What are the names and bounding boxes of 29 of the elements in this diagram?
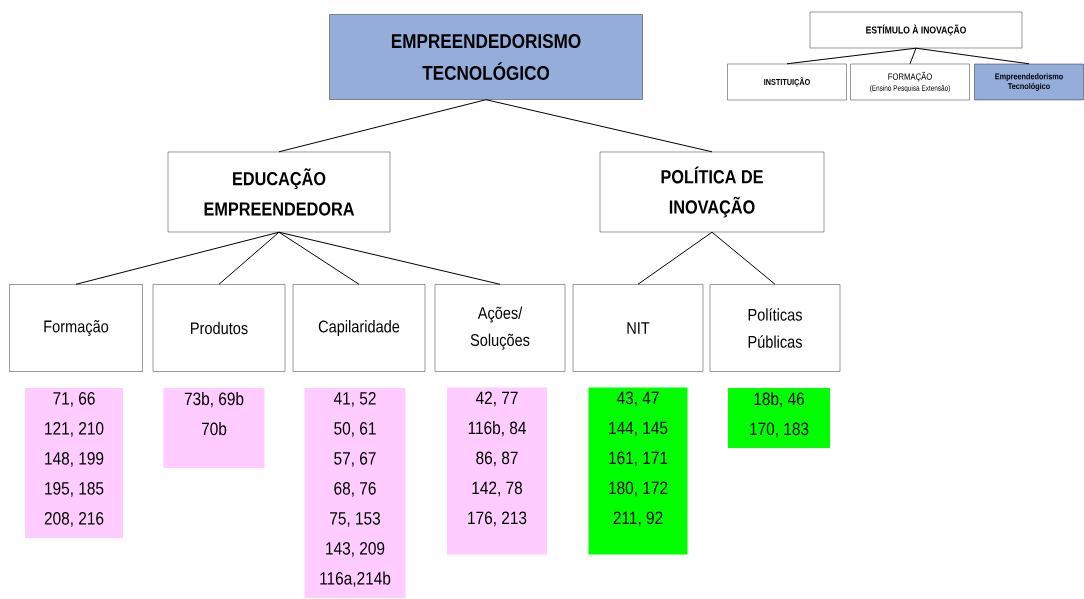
- reference-list-box: 41, 52 50, 61 57, 67 68, 76 75, 153 143, 209 116a,214b: [304, 388, 406, 598]
- connector-line: [278, 231, 360, 285]
- connector-line: [711, 231, 776, 285]
- category-box: NIT: [572, 284, 704, 372]
- reference-list-box: 71, 66 121, 210 148, 199 195, 185 208, 216: [25, 388, 123, 538]
- legend-box: INSTITUIÇÃO: [727, 63, 847, 101]
- category-box: Produtos: [152, 284, 286, 372]
- heading-box: POLÍTICA DE INOVAÇÃO: [599, 151, 825, 233]
- reference-list-box: 73b, 69b 70b: [163, 388, 265, 468]
- legend-box: Empreendedorismo Tecnológico: [974, 63, 1084, 101]
- category-box: Ações/ Soluções: [434, 284, 566, 372]
- connector-line: [75, 231, 280, 285]
- connector-line: [218, 231, 280, 285]
- category-box: Políticas Públicas: [709, 284, 841, 372]
- reference-list-box: 43, 47 144, 145 161, 171 180, 172 211, 92: [588, 387, 688, 555]
- connector-line: [915, 47, 1030, 65]
- connector-line: [909, 47, 917, 65]
- connector-line: [278, 231, 501, 285]
- connector-line: [786, 47, 917, 65]
- category-box: Capilaridade: [292, 284, 426, 372]
- heading-box: EDUCAÇÃO EMPREENDEDORA: [167, 151, 391, 233]
- reference-list-box: 18b, 46 170, 183: [728, 388, 830, 448]
- connector-line: [637, 231, 713, 285]
- reference-list-box: 42, 77 116b, 84 86, 87 142, 78 176, 213: [447, 387, 547, 555]
- connector-line: [278, 99, 487, 153]
- heading-box: EMPREENDEDORISMO TECNOLÓGICO: [329, 14, 643, 100]
- category-box: Formação: [9, 284, 143, 372]
- legend-box: ESTÍMULO À INOVAÇÃO: [809, 11, 1023, 49]
- connector-line: [485, 99, 713, 153]
